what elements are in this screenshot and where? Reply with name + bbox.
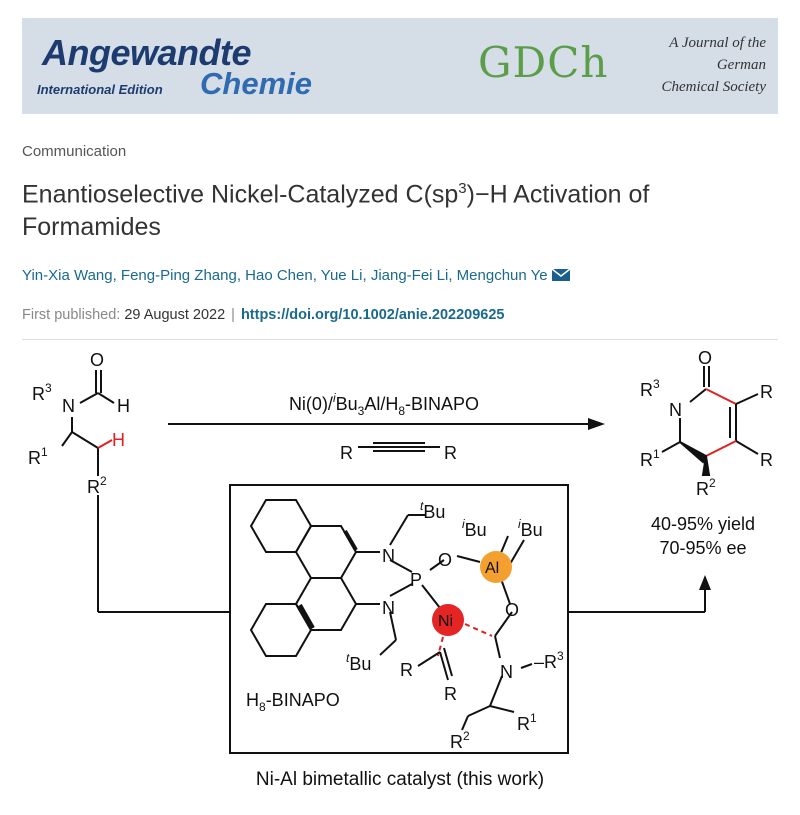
divider [22,339,778,340]
reaction-arrow [168,418,605,430]
separator: | [231,307,235,323]
doi-link[interactable]: https://doi.org/10.1002/anie.202209625 [240,307,505,323]
atom-n: N [62,396,75,416]
title-part-1: Enantioselective Nickel-Catalyzed C(sp [22,180,459,209]
title-part-2: )−H Activation of Formamides [22,180,650,242]
binapo-o: O [438,550,452,570]
ibu-right: iBu [518,517,543,540]
binapo-n-top: N [382,546,395,566]
journal-logo-edition: International Edition [37,82,163,97]
tagline-line-2: German [716,57,766,73]
ee-text: 70-95% ee [659,538,746,558]
publication-info: First published: 29 August 2022 | https://… [22,307,504,323]
label-r1: R1 [28,445,48,468]
binapo-n-bottom: N [382,598,395,618]
alkyne-r-b: R [444,684,457,704]
gdch-logo[interactable]: GDCh [478,38,609,87]
atom-h: H [117,396,130,416]
article-type: Communication [22,143,127,160]
tbu-bottom: tBu [346,651,371,674]
ni-label: Ni [438,613,453,630]
formamide-o: O [505,600,519,620]
product-atom-o: O [698,348,712,368]
tagline-line-1: A Journal of the [669,35,766,51]
product-label-r2: R2 [696,476,716,499]
product-label-r1: R1 [640,447,660,470]
aluminum-center [480,551,512,583]
binapo-p: P [410,570,422,590]
tagline-line-3: Chemical Society [661,79,766,95]
coordinated-substrates [417,611,533,731]
ibu-left: iBu [462,517,487,540]
catalyst-caption: Ni-Al bimetallic catalyst (this work) [255,769,545,790]
alkyne-r-a: R [400,660,413,680]
catalyst-to-product-arrow [568,575,711,613]
product-label-r3: R3 [640,377,660,400]
mail-icon[interactable] [551,269,570,281]
yield-text: 40-95% yield [651,514,755,534]
alkyne-r-left: R [340,443,353,463]
article-title: Enantioselective Nickel-Catalyzed C(sp3)… [22,172,772,244]
starting-formamide [61,370,230,613]
label-r2: R2 [87,474,107,497]
journal-tagline: A Journal of the German Chemical Society [616,32,766,98]
journal-banner: Angewandte International Edition Chemie … [22,18,778,114]
product-dihydropyridinone [661,366,759,476]
journal-logo-angewandte[interactable]: Angewandte [42,32,252,73]
authors-text[interactable]: Yin-Xia Wang, Feng-Ping Zhang, Hao Chen,… [22,267,548,284]
nickel-center [432,604,464,636]
product-label-r-bottom: R [760,450,773,470]
alkyne-triple-bond [358,442,440,452]
reaction-scheme: O R3 N H H R1 R2 Ni(0)/iBu3Al/H8-BINAPO … [28,348,773,754]
product-label-r-top: R [760,382,773,402]
atom-h-highlight: H [112,430,125,450]
formamide-n: N [500,662,513,682]
alkyne-r-right: R [444,443,457,463]
published-date: 29 August 2022 [124,307,226,323]
h8-binapo-backbone [249,499,525,657]
coord-r3: –R3 [534,649,564,672]
title-superscript: 3 [458,180,467,197]
tbu-top: tBu [420,499,445,522]
reaction-conditions: Ni(0)/iBu3Al/H8-BINAPO [289,391,479,418]
journal-logo-chemie[interactable]: Chemie [200,66,312,101]
label-r3: R3 [32,381,52,404]
al-label: Al [485,560,499,577]
product-atom-n: N [669,400,682,420]
published-label: First published: [22,307,121,323]
author-list: Yin-Xia Wang, Feng-Ping Zhang, Hao Chen,… [22,267,570,284]
atom-o: O [90,350,104,370]
